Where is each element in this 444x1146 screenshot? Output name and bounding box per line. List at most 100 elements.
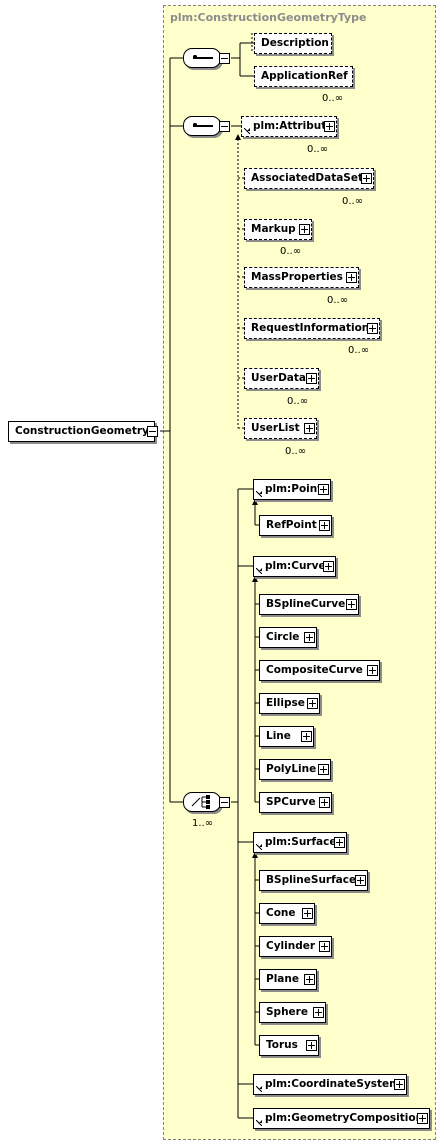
element-plm-surface[interactable]: plm:Surface (253, 832, 347, 853)
expand-icon[interactable] (394, 1079, 405, 1090)
root-element-label: ConstructionGeometry (15, 425, 149, 437)
choice-icon (191, 795, 210, 809)
massproperties-cardinality: 0..∞ (327, 295, 349, 306)
expand-icon[interactable] (306, 1040, 317, 1051)
element-cone[interactable]: Cone (259, 903, 315, 924)
element-massproperties[interactable]: MassProperties (244, 267, 359, 288)
element-label: Plane (266, 973, 299, 985)
expand-icon[interactable] (367, 665, 378, 676)
collapse-icon[interactable] (147, 426, 158, 437)
expand-icon[interactable] (319, 797, 330, 808)
expand-icon[interactable] (306, 373, 317, 384)
element-label: Circle (266, 631, 300, 643)
root-element-constructiongeometry[interactable]: ConstructionGeometry (8, 421, 155, 442)
element-cylinder[interactable]: Cylinder (259, 936, 332, 957)
userdata-cardinality: 0..∞ (287, 396, 309, 407)
element-userdata[interactable]: UserData (244, 368, 319, 389)
element-label: UserData (251, 372, 306, 384)
element-ellipse[interactable]: Ellipse (259, 693, 320, 714)
expand-icon[interactable] (346, 272, 357, 283)
element-torus[interactable]: Torus (259, 1035, 319, 1056)
element-label: SPCurve (266, 796, 316, 808)
element-plm-coordinatesystem[interactable]: plm:CoordinateSystem (253, 1074, 407, 1095)
element-bsplinesurface[interactable]: BSplineSurface (259, 870, 368, 891)
element-label: Cone (266, 907, 296, 919)
collapse-icon[interactable] (219, 797, 230, 808)
element-label: AssociatedDataSet (251, 172, 364, 184)
element-plm-point[interactable]: plm:Point (253, 479, 331, 500)
expand-icon[interactable] (323, 561, 334, 572)
element-label: plm:CoordinateSystem (265, 1078, 401, 1090)
element-line[interactable]: Line (259, 726, 314, 747)
requestinformation-cardinality: 0..∞ (348, 345, 370, 356)
element-label: Cylinder (266, 940, 316, 952)
associateddataset-cardinality: 0..∞ (342, 196, 364, 207)
choice-cardinality: 1..∞ (192, 818, 214, 829)
expand-icon[interactable] (302, 908, 313, 919)
element-label: plm:Point (265, 483, 323, 495)
element-label: Sphere (266, 1006, 308, 1018)
element-applicationref[interactable]: ApplicationRef (254, 66, 353, 87)
element-label: Line (266, 730, 291, 742)
expand-icon[interactable] (346, 599, 357, 610)
element-circle[interactable]: Circle (259, 627, 317, 648)
element-sphere[interactable]: Sphere (259, 1002, 326, 1023)
element-bsplinecurve[interactable]: BSplineCurve (259, 594, 359, 615)
expand-icon[interactable] (319, 941, 330, 952)
element-label: plm:Curve (265, 560, 326, 572)
expand-icon[interactable] (324, 121, 335, 132)
element-label: RefPoint (266, 519, 317, 531)
element-refpoint[interactable]: RefPoint (259, 515, 332, 536)
choice-compositor[interactable] (183, 792, 221, 812)
sequence-icon (193, 123, 213, 129)
expand-icon[interactable] (355, 875, 366, 886)
attribute-cardinality: 0..∞ (307, 144, 329, 155)
expand-icon[interactable] (304, 423, 315, 434)
element-label: UserList (251, 422, 300, 434)
element-label: BSplineSurface (266, 874, 357, 886)
element-label: PolyLine (266, 763, 317, 775)
expand-icon[interactable] (318, 484, 329, 495)
type-name: plm:ConstructionGeometryType (170, 11, 367, 24)
element-markup[interactable]: Markup (244, 219, 312, 240)
element-plm-attribute[interactable]: plm:Attribute (241, 116, 337, 137)
element-compositecurve[interactable]: CompositeCurve (259, 660, 380, 681)
element-label: MassProperties (251, 271, 343, 283)
expand-icon[interactable] (304, 974, 315, 985)
expand-icon[interactable] (361, 173, 372, 184)
element-plane[interactable]: Plane (259, 969, 317, 990)
applicationref-cardinality: 0..∞ (322, 93, 344, 104)
element-userlist[interactable]: UserList (244, 418, 317, 439)
element-spcurve[interactable]: SPCurve (259, 792, 332, 813)
element-label: Description (261, 37, 329, 49)
sequence-compositor-1[interactable] (183, 48, 221, 68)
expand-icon[interactable] (417, 1113, 428, 1124)
element-label: plm:Attribute (253, 120, 334, 132)
expand-icon[interactable] (319, 520, 330, 531)
expand-icon[interactable] (367, 323, 378, 334)
collapse-icon[interactable] (219, 53, 230, 64)
expand-icon[interactable] (307, 698, 318, 709)
element-associateddataset[interactable]: AssociatedDataSet (244, 168, 374, 189)
expand-icon[interactable] (334, 837, 345, 848)
expand-icon[interactable] (299, 224, 310, 235)
expand-icon[interactable] (313, 1007, 324, 1018)
element-label: BSplineCurve (266, 598, 346, 610)
element-plm-geometrycomposition[interactable]: plm:GeometryComposition (253, 1108, 430, 1129)
element-label: plm:GeometryComposition (265, 1112, 424, 1124)
element-description[interactable]: Description (254, 33, 332, 54)
element-label: RequestInformation (251, 322, 370, 334)
element-label: ApplicationRef (261, 70, 348, 82)
element-plm-curve[interactable]: plm:Curve (253, 556, 336, 577)
collapse-icon[interactable] (219, 121, 230, 132)
element-requestinformation[interactable]: RequestInformation (244, 318, 380, 339)
expand-icon[interactable] (304, 632, 315, 643)
sequence-icon (193, 55, 213, 61)
expand-icon[interactable] (301, 731, 312, 742)
expand-icon[interactable] (318, 764, 329, 775)
userlist-cardinality: 0..∞ (285, 446, 307, 457)
element-label: plm:Surface (265, 836, 337, 848)
element-polyline[interactable]: PolyLine (259, 759, 331, 780)
sequence-compositor-2[interactable] (183, 116, 221, 136)
